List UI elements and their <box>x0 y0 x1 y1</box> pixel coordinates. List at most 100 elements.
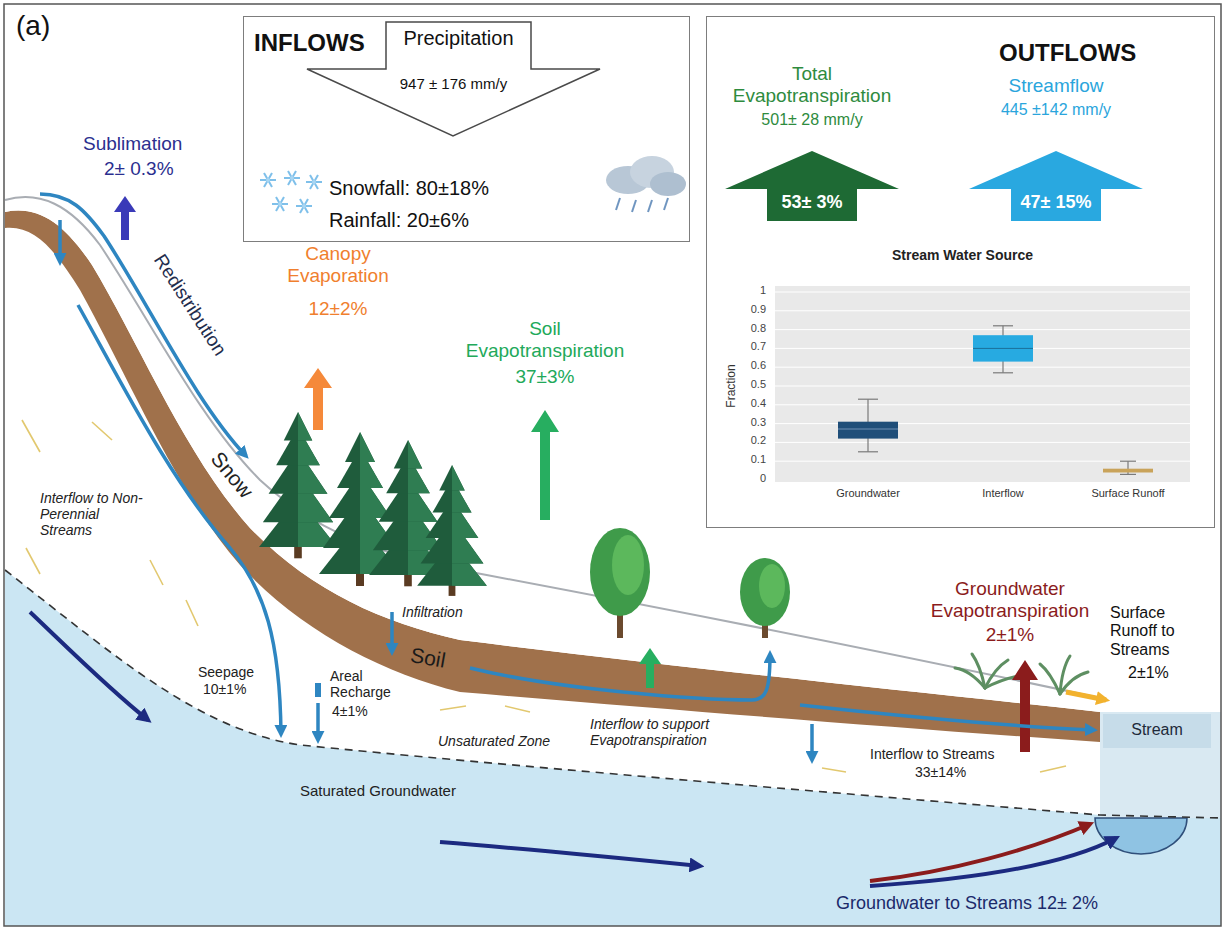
category-label: Interflow <box>953 487 1053 500</box>
flux-name: Seepage <box>198 664 254 680</box>
flow-path-name: Infiltration <box>402 604 463 620</box>
rain-cloud-icon <box>616 198 668 212</box>
box-plot <box>858 326 1136 475</box>
zone-name: Unsaturated Zone <box>438 733 550 749</box>
category-label: Groundwater <box>818 487 918 500</box>
box-plot <box>775 286 1190 482</box>
inflow-share: Rainfall: 20±6% <box>329 209 469 232</box>
panel-title: OUTFLOWS <box>999 39 1136 67</box>
box-plot <box>993 325 1013 326</box>
box-plot <box>775 292 1190 293</box>
conifer-trees <box>259 412 337 558</box>
axis-tick: 1 <box>736 284 766 297</box>
box-plot <box>973 335 1033 361</box>
box-plot <box>775 461 1190 462</box>
unsaturated-zone-hatch <box>505 706 530 712</box>
unsaturated-zone-hatch <box>92 422 112 440</box>
groundwater-flow-arrows <box>440 842 700 866</box>
zone-name: Saturated Groundwater <box>300 782 456 799</box>
riparian-shrubs <box>972 654 985 688</box>
rain-cloud-icon <box>616 198 620 210</box>
flux-name: Sublimation <box>83 133 182 155</box>
box-plot <box>993 372 1013 373</box>
axis-tick: 0.3 <box>736 416 766 429</box>
flux-share: 2±1% <box>1128 664 1169 682</box>
unsaturated-zone-hatch <box>822 768 846 772</box>
rain-cloud-icon <box>650 172 686 196</box>
box-plot <box>1120 474 1136 475</box>
flux-name: Total Evapotranspiration <box>717 63 907 107</box>
stream-pool <box>1095 818 1187 854</box>
box-plot <box>775 329 1190 330</box>
axis-tick: 0.8 <box>736 322 766 335</box>
water-flow-arrows <box>390 612 394 652</box>
box-plot <box>858 399 878 400</box>
snowfall-icon <box>272 197 288 211</box>
rain-cloud-icon <box>606 156 686 212</box>
category-label: Surface Runoff <box>1078 487 1178 500</box>
box-plot <box>775 442 1190 443</box>
flux-name: Soil Evapotranspiration <box>460 318 630 362</box>
box-plot <box>1120 461 1136 462</box>
box-plot <box>775 310 1190 311</box>
riparian-shrubs <box>1040 664 1060 694</box>
surface-runoff-arrow <box>1066 692 1106 700</box>
flux-share: 37±3% <box>460 366 630 388</box>
precipitation-arrow-shape <box>307 22 600 136</box>
streamflow-arrow-shape <box>969 151 1143 221</box>
flux-name: Groundwater to Streams 12± 2% <box>836 893 1098 914</box>
figure-frame <box>4 4 1221 926</box>
flux-value: 445 ±142 mm/y <box>961 101 1151 119</box>
box-plot <box>775 292 1190 461</box>
groundwater-flow-arrows <box>30 612 1116 886</box>
conifer-trees <box>259 412 487 596</box>
flow-path-name: Interflow to Non-Perennial Streams <box>40 490 152 538</box>
axis-tick: 0 <box>736 472 766 485</box>
groundwater-flow-arrows <box>30 612 148 720</box>
panel-letter: (a) <box>16 10 50 42</box>
streamflow-arrow: Streamflow 445 ±142 mm/y 47± 15% <box>961 63 1151 223</box>
axis-tick: 0.5 <box>736 378 766 391</box>
inflows-panel: INFLOWSSnowfall: 80±18%Rainfall: 20±6%Pr… <box>243 16 690 242</box>
outflows-panel: OUTFLOWS Total Evapotranspiration 501± 28 … <box>706 16 1215 528</box>
water-flow-arrows <box>40 194 246 456</box>
snowfall-icon <box>260 173 276 187</box>
flux-name: Areal Recharge <box>330 668 402 700</box>
water-flow-arrows <box>58 220 62 262</box>
flux-share: 47± 15% <box>1011 192 1101 213</box>
riparian-shrubs <box>1060 672 1088 694</box>
areal-recharge-bar <box>315 683 321 697</box>
flux-block-arrows <box>114 196 136 240</box>
axis-tick: 0.9 <box>736 303 766 316</box>
flux-share: 2± 0.3% <box>104 158 174 180</box>
axis-tick: 0.1 <box>736 453 766 466</box>
flux-block-arrows <box>639 648 661 688</box>
flux-name: Streamflow <box>961 75 1151 97</box>
evapotranspiration-arrow-shape <box>725 151 899 221</box>
snowfall-icon <box>260 171 322 213</box>
box-plot <box>1103 469 1153 473</box>
deciduous-tree <box>612 535 644 595</box>
unsaturated-zone-hatch <box>26 548 40 574</box>
box-plot <box>775 423 1190 424</box>
box-plot <box>775 404 1190 405</box>
groundwater-et-flow <box>870 824 1090 881</box>
flux-value: 501± 28 mm/y <box>717 111 907 129</box>
rain-cloud-icon <box>664 198 668 210</box>
deciduous-tree <box>590 528 650 616</box>
axis-tick: 0.2 <box>736 434 766 447</box>
flux-value: 947 ± 176 mm/y <box>306 75 601 92</box>
box-plot <box>858 451 878 452</box>
box-plot <box>973 348 1033 349</box>
stream-source-chart: Stream Water Source <box>719 229 1206 524</box>
deciduous-tree <box>740 558 790 626</box>
flux-share: 10±1% <box>203 681 247 697</box>
rain-cloud-icon <box>632 200 636 212</box>
stream-channel <box>1100 712 1221 818</box>
flux-name: Canopy Evaporation <box>278 243 398 287</box>
axis-tick: 0.6 <box>736 359 766 372</box>
snowfall-icon <box>296 199 312 213</box>
flux-block-arrows <box>1012 660 1038 752</box>
panel-title: INFLOWS <box>254 29 365 57</box>
